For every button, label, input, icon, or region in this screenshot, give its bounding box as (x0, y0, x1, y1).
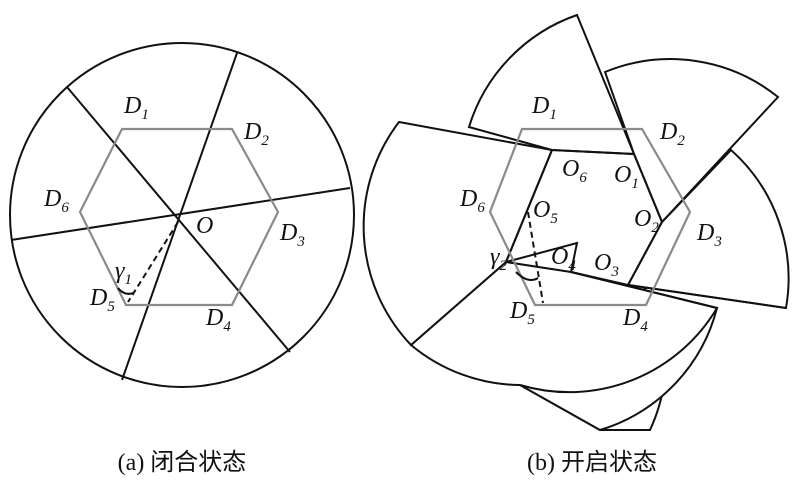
label-O: O (196, 213, 213, 239)
caption-a: (a) 闭合状态 (118, 449, 247, 476)
label-D3: D3 (696, 220, 722, 250)
blade-7 (626, 148, 790, 310)
panel-a: D1 D2 D3 D4 D5 D6 O γ1 (a) 闭合状态 (9, 42, 355, 476)
angle-arc-gamma1 (117, 287, 135, 295)
label-gamma2: γ2 (490, 244, 507, 274)
panel-b: D1 D2 D3 D4 D5 D6 O1 O2 O3 O4 O5 O6 γ2 (… (362, 13, 790, 476)
label-gamma1: γ1 (115, 258, 132, 288)
diameter-line-3 (10, 187, 351, 241)
caption-b: (b) 开启状态 (527, 449, 657, 476)
label-D4: D4 (622, 305, 648, 335)
label-D5: D5 (89, 285, 115, 315)
outer-circle (9, 42, 355, 388)
blade-3 (362, 120, 554, 347)
diameter-line-2 (121, 52, 238, 381)
hexagon (78, 127, 280, 307)
label-D5: D5 (509, 298, 535, 328)
label-O2: O2 (634, 206, 659, 236)
hexagon (488, 127, 692, 307)
angle-arc-gamma2 (515, 271, 539, 281)
dashed-line (527, 211, 544, 304)
label-O4: O4 (551, 244, 576, 274)
label-D2: D2 (243, 119, 269, 149)
dashed-line (127, 221, 179, 303)
label-O3: O3 (594, 250, 619, 280)
blade-4 (409, 241, 719, 394)
blade-edge-b (570, 271, 718, 309)
label-D6: D6 (43, 186, 69, 216)
blade-2 (467, 13, 636, 156)
label-O6: O6 (562, 156, 587, 186)
label-D4: D4 (205, 305, 231, 335)
label-D1: D1 (123, 93, 149, 123)
blade-1 (603, 58, 780, 224)
label-O5: O5 (533, 197, 558, 227)
label-O1: O1 (614, 162, 639, 192)
label-D2: D2 (659, 119, 685, 149)
label-D3: D3 (279, 220, 305, 250)
label-D1: D1 (531, 93, 557, 123)
label-D6: D6 (459, 186, 485, 216)
